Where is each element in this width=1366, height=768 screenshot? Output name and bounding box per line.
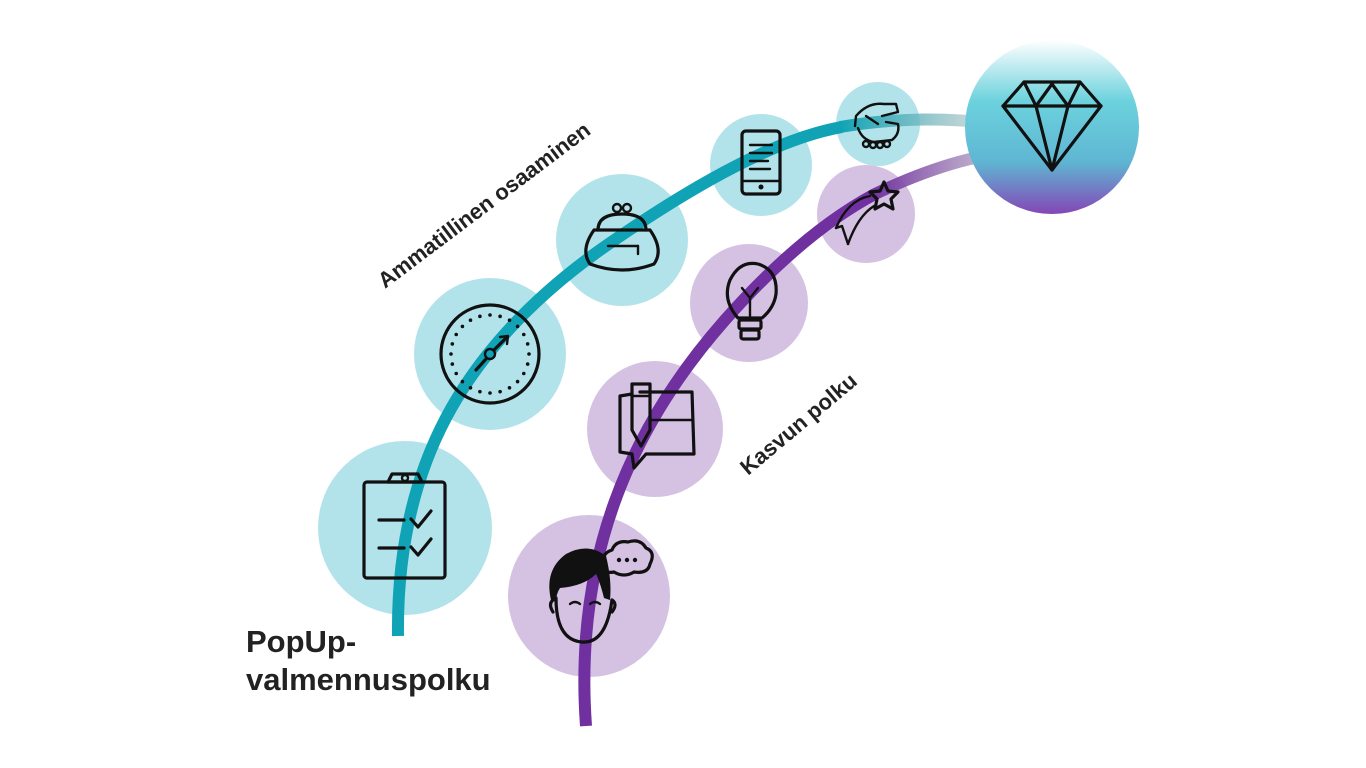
light-bulb-icon xyxy=(725,261,778,341)
mobile-document-icon xyxy=(740,129,782,196)
clock-tick xyxy=(460,379,465,384)
clock-tick xyxy=(515,379,520,384)
clock-tick xyxy=(488,313,492,317)
clipboard-checklist-icon xyxy=(362,472,447,580)
handshake-icon xyxy=(853,102,900,150)
clock-tick xyxy=(488,391,492,395)
clock-tick xyxy=(507,385,512,390)
clock-tick xyxy=(498,389,502,394)
clock-tick xyxy=(468,385,473,390)
clock-tick xyxy=(454,332,459,337)
goal-bubble xyxy=(965,40,1139,214)
shooting-star-icon xyxy=(834,180,900,246)
clock-tick xyxy=(478,314,482,319)
title-line-2: valmennuspolku xyxy=(246,662,491,697)
clock-tick xyxy=(460,324,465,329)
professional-path-line xyxy=(391,121,844,637)
clock-tick xyxy=(449,352,453,356)
growth-path-label: Kasvun polku xyxy=(735,368,862,480)
clock-tick xyxy=(454,371,459,376)
step-bubble-book xyxy=(587,361,723,497)
clock-tick xyxy=(527,352,531,356)
clock-tick xyxy=(521,371,526,376)
clock-tick xyxy=(521,332,526,337)
growth-path-line xyxy=(578,188,878,727)
clock-tick xyxy=(525,342,530,346)
diamond-icon xyxy=(1001,80,1103,172)
book-pen-icon xyxy=(618,382,696,470)
clock-tick xyxy=(507,318,512,323)
coin-purse-icon xyxy=(584,202,660,272)
clock-dial-icon xyxy=(439,303,541,405)
title-line-1: PopUp- xyxy=(246,624,356,659)
clock-tick xyxy=(478,389,482,394)
clock-tick xyxy=(498,314,502,319)
thinking-person-icon xyxy=(548,539,654,644)
clock-tick xyxy=(515,324,520,329)
clock-tick xyxy=(450,342,455,346)
clock-tick xyxy=(468,318,473,323)
clock-tick xyxy=(525,362,530,366)
clock-tick xyxy=(450,362,455,366)
